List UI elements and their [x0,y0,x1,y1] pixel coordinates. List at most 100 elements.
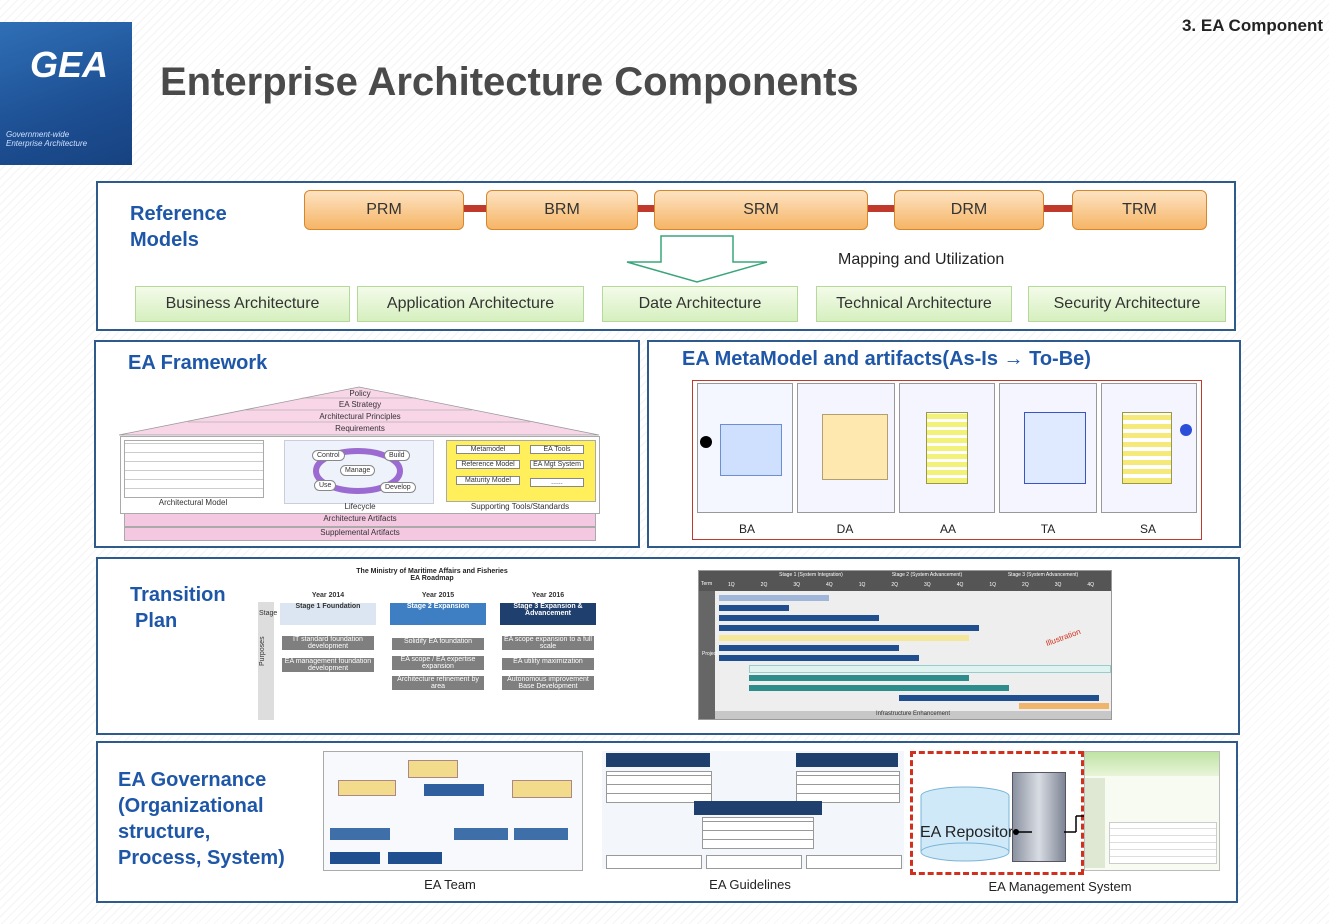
gantt-bar [719,615,879,621]
artifact-aa-thumb [899,383,995,513]
caption-ba: BA [738,522,755,536]
team-node [408,760,458,778]
da-diagram [822,414,888,480]
caption-da: DA [836,522,854,536]
guide-box [606,855,702,869]
cycle-build: Build [384,450,410,461]
tool-ea-mgt-system: EA Mgt System [530,460,584,469]
purpose-3-1: EA scope expansion to a full scale [502,636,594,650]
purpose-2-3: Architecture refinement by area [392,676,484,690]
rm-prm: PRM [304,190,464,230]
caption-ea-mgmt-system: EA Management System [988,879,1132,894]
artifact-ta-thumb [999,383,1097,513]
roadmap-title: The Ministry of Maritime Affairs and Fis… [258,568,606,582]
gantt-quarter: 3Q [924,582,931,588]
artifact-ba-thumb [697,383,793,513]
governance-label-line-2: (Organizational [118,795,264,817]
framework-roof [118,386,600,436]
gantt-header [699,571,1111,591]
reference-label-line-1: Reference [130,203,227,225]
gantt-quarter: 1Q [728,582,735,588]
ba-diagram [720,424,782,476]
fw-tools-label: Supporting Tools/Standards [470,502,570,511]
tool-reference-model: Reference Model [456,460,520,469]
fw-lifecycle-label: Lifecycle [344,502,376,511]
cycle-manage: Manage [340,465,376,476]
year-2014: Year 2014 [311,592,345,599]
gantt-bar [749,675,969,681]
section-tag: 3. EA Component [1181,16,1323,35]
team-node [330,852,380,864]
gantt-quarters: 1Q 2Q 3Q 4Q 1Q 2Q 3Q 4Q 1Q 2Q 3Q 4Q [715,582,1107,588]
year-2015: Year 2015 [421,592,455,599]
web-screenshot [1084,751,1220,871]
governance-label-line-1: EA Governance [118,769,267,791]
guide-box [694,801,822,815]
guide-box [702,817,814,849]
down-arrow-icon [626,235,768,283]
metamodel-label: EA MetaModel and artifacts(As-Is → To-Be… [682,348,1091,370]
gantt-quarter: 1Q [858,582,866,588]
arch-technical: Technical Architecture [816,286,1012,322]
rm-connector [866,205,896,212]
server-icon [1012,772,1066,862]
tool-metamodel: Metamodel [456,445,520,454]
cycle-use: Use [314,480,337,491]
fw-policy: Policy [349,389,371,398]
guide-box [606,771,712,803]
gantt-bar [719,635,969,641]
ea-management-system [910,751,1084,875]
team-node [338,780,396,796]
fw-model-box [124,440,264,498]
gantt-side [699,591,715,719]
gantt-bar [719,625,979,631]
artifact-sa-thumb [1101,383,1197,513]
gantt-stamp: Illustration [1044,627,1082,648]
ea-framework-label: EA Framework [128,352,268,374]
gantt-quarter: 3Q [793,582,801,588]
fw-model-label: Architectural Model [158,498,228,507]
team-node [514,828,568,840]
roadmap-side: Stage Purposes [258,602,277,720]
caption-ea-team: EA Team [424,877,476,892]
aa-diagram [926,412,968,484]
rm-trm: TRM [1072,190,1207,230]
logo-sub-line-1: Government-wide [6,130,70,139]
arch-security: Security Architecture [1028,286,1226,322]
purpose-2-2: EA scope / EA expertise expansion [392,656,484,670]
reference-label-line-2: Models [130,229,199,251]
web-banner [1085,752,1219,776]
fw-supplemental: Supplemental Artifacts [124,527,596,541]
caption-ea-guidelines: EA Guidelines [709,877,791,892]
tool-more: ...... [530,478,584,487]
gantt-bar [719,595,829,601]
ea-guidelines-diagram [602,751,904,869]
rm-brm: BRM [486,190,638,230]
gantt-quarter: 3Q [1054,582,1062,588]
stage-1: Stage 1 Foundation [280,603,376,625]
fw-principles: Architectural Principles [319,412,401,421]
roadmap-side-purposes: Purposes [259,636,266,666]
gea-logo: GEA Government-wide Enterprise Architect… [0,22,132,165]
fw-requirements: Requirements [335,424,385,433]
rm-drm: DRM [894,190,1044,230]
governance-label-line-3: structure, [118,821,211,843]
guide-box [796,753,898,767]
ea-team-diagram [323,751,583,871]
mapping-text: Mapping and Utilization [838,251,1005,268]
purpose-3-2: EA utility maximization [502,658,594,670]
caption-ta: TA [1040,522,1056,536]
roadmap-title-line-1: The Ministry of Maritime Affairs and Fis… [356,568,508,575]
arch-application: Application Architecture [357,286,584,322]
rm-connector [638,205,656,212]
gantt-stage-1: Stage 1 (System Integration) [779,572,843,578]
sa-dot-icon [1180,424,1192,436]
gantt-bar [749,685,1009,691]
gantt-quarter: 4Q [956,582,964,588]
sa-diagram [1122,412,1172,484]
year-2016: Year 2016 [531,592,565,599]
gantt-quarter: 1Q [989,582,997,588]
arch-data: Date Architecture [602,286,798,322]
rm-connector [462,205,488,212]
transition-label-line-2: Plan [135,610,178,632]
